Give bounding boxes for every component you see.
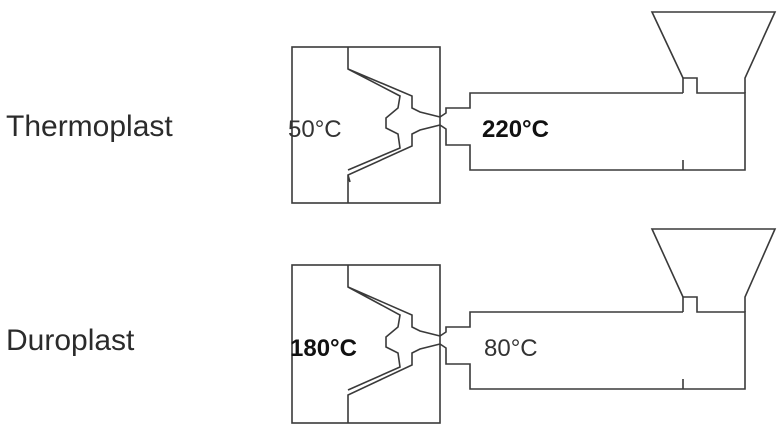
thermoplast-label: Thermoplast	[6, 110, 173, 143]
mold-temperature: 50°C	[288, 116, 342, 143]
barrel	[682, 77, 746, 171]
duroplast-label: Duroplast	[6, 324, 135, 357]
duroplast-row: Duroplast 180°C 80°C	[6, 228, 777, 424]
barrel-temperature: 220°C	[482, 116, 549, 143]
hopper	[650, 11, 777, 93]
barrel-temperature: 80°C	[484, 335, 538, 362]
mold-temperature: 180°C	[290, 335, 357, 362]
hopper	[650, 228, 777, 312]
mold-cavity	[347, 47, 441, 203]
thermoplast-row: Thermoplast 50°C 220°C	[6, 11, 777, 204]
barrel	[682, 296, 746, 390]
nozzle	[439, 311, 683, 390]
mold-cavity	[347, 265, 441, 423]
nozzle	[439, 92, 683, 171]
